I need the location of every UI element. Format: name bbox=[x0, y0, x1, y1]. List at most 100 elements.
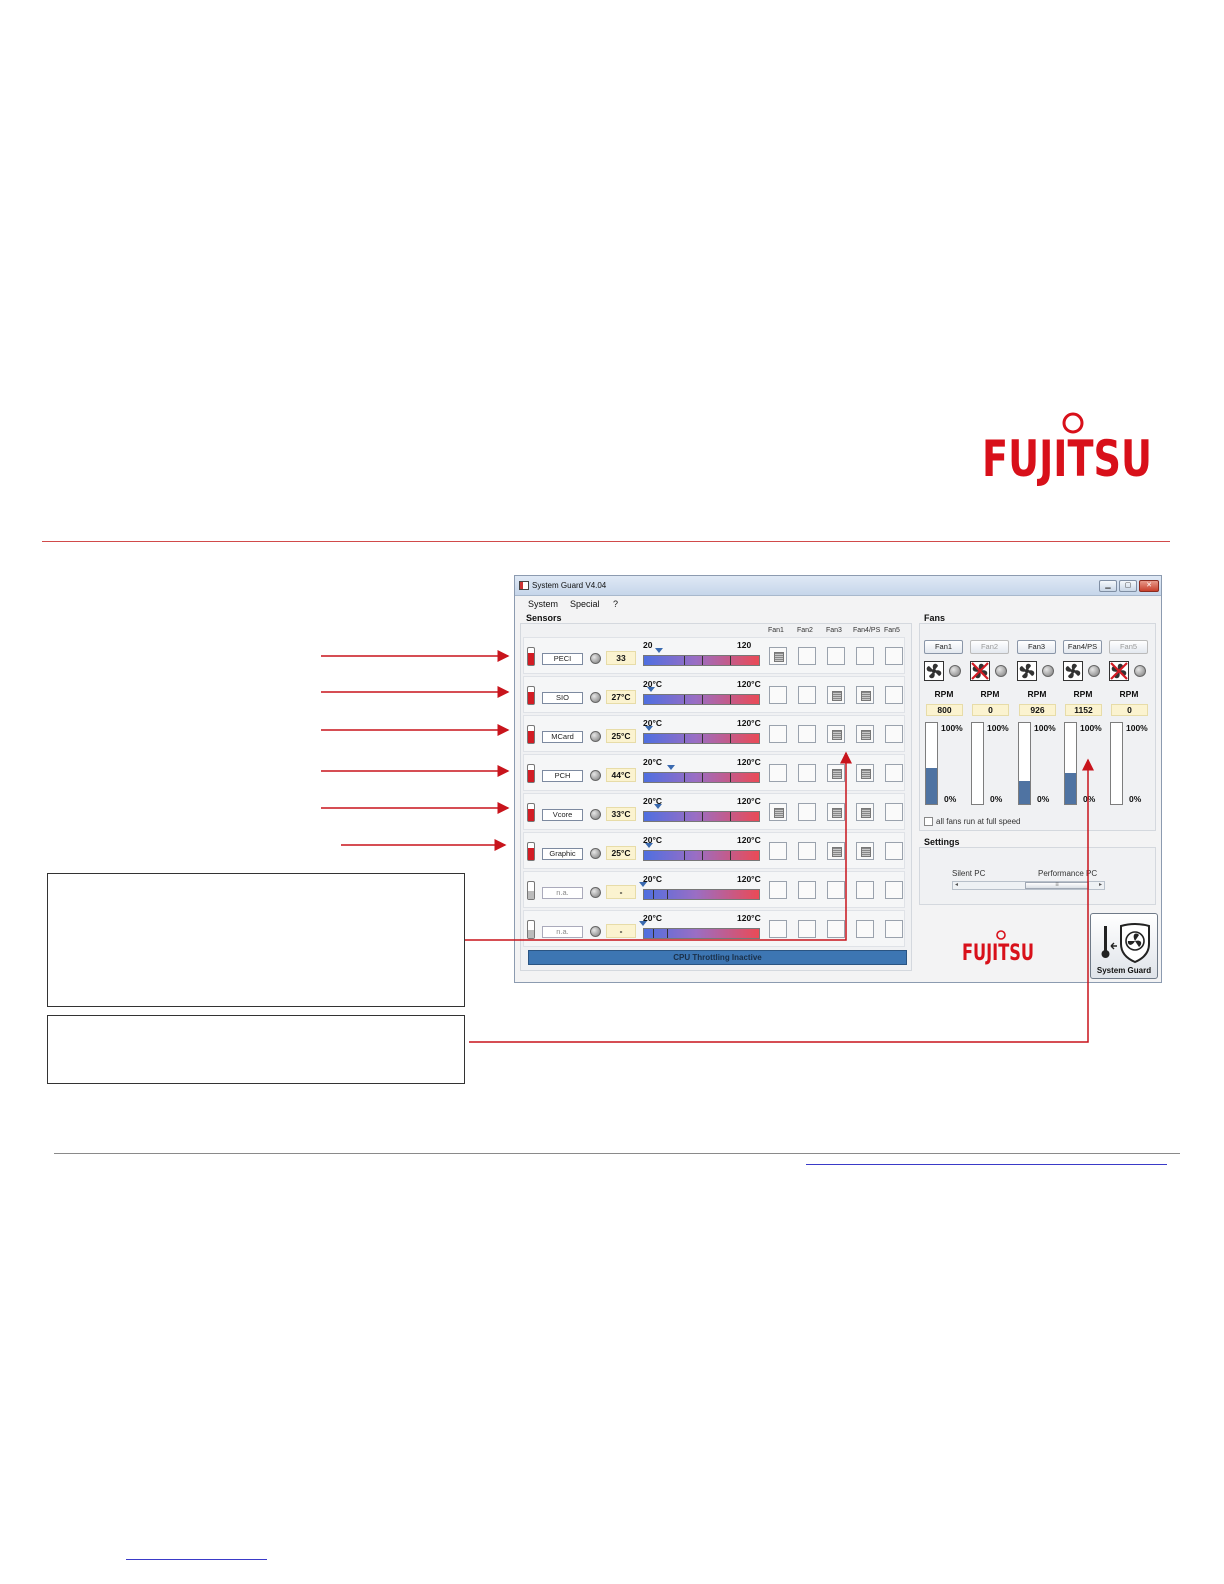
fan-gauge-min-label: 0% bbox=[1129, 794, 1142, 804]
sensor-name-button[interactable]: MCard bbox=[542, 731, 583, 743]
full-speed-checkbox[interactable] bbox=[924, 817, 933, 826]
fan-assignment-checkbox[interactable] bbox=[798, 842, 816, 860]
fan-rpm-label: RPM bbox=[934, 689, 954, 699]
sensor-name-button[interactable]: PECI bbox=[542, 653, 583, 665]
fan-mode-slider[interactable]: ◂ ≡ ▸ bbox=[952, 881, 1105, 890]
fan-assignment-checkbox[interactable] bbox=[769, 647, 787, 665]
menu-special[interactable]: Special bbox=[570, 599, 600, 609]
sensor-name-button[interactable]: n.a. bbox=[542, 926, 583, 938]
fan-assignment-checkbox[interactable] bbox=[769, 725, 787, 743]
fan-assignment-checkbox[interactable] bbox=[827, 881, 845, 899]
fan-assignment-checkbox[interactable] bbox=[885, 803, 903, 821]
bar-threshold-tick bbox=[667, 929, 668, 938]
slider-right-arrow-icon[interactable]: ▸ bbox=[1098, 882, 1102, 888]
system-guard-label: System Guard bbox=[1096, 966, 1152, 975]
thermometer-icon bbox=[527, 881, 535, 900]
fan-speed-gauge bbox=[971, 722, 984, 805]
sensor-name-button[interactable]: SIO bbox=[542, 692, 583, 704]
fan-assignment-checkbox[interactable] bbox=[885, 725, 903, 743]
fan-assignment-checkbox[interactable] bbox=[885, 686, 903, 704]
fan-assignment-checkbox[interactable] bbox=[856, 686, 874, 704]
fan-assignment-checkbox[interactable] bbox=[827, 803, 845, 821]
fan-select-button[interactable]: Fan3 bbox=[1017, 640, 1056, 654]
fan-assignment-checkbox[interactable] bbox=[885, 764, 903, 782]
fan-assignment-checkbox[interactable] bbox=[827, 920, 845, 938]
fan-assignment-checkbox[interactable] bbox=[769, 686, 787, 704]
fan-assignment-checkbox[interactable] bbox=[769, 764, 787, 782]
fan-assignment-checkbox[interactable] bbox=[769, 803, 787, 821]
bar-threshold-tick bbox=[667, 890, 668, 899]
fan-rpm-label: RPM bbox=[1073, 689, 1093, 699]
cpu-throttling-status: CPU Throttling Inactive bbox=[528, 950, 907, 965]
fan-assignment-checkbox[interactable] bbox=[769, 920, 787, 938]
thermometer-icon bbox=[527, 764, 535, 783]
fan-stopped-icon bbox=[970, 661, 990, 681]
sensor-name-button[interactable]: PCH bbox=[542, 770, 583, 782]
bar-threshold-tick bbox=[701, 773, 703, 782]
fan-assignment-checkbox[interactable] bbox=[769, 842, 787, 860]
fans-group-label: Fans bbox=[924, 613, 946, 623]
slider-thumb[interactable]: ≡ bbox=[1025, 882, 1089, 889]
sensor-fan-column-head: Fan4/PS bbox=[853, 627, 881, 634]
sensor-temperature-bar bbox=[643, 655, 760, 666]
fan-assignment-checkbox[interactable] bbox=[798, 920, 816, 938]
fan-assignment-checkbox[interactable] bbox=[798, 647, 816, 665]
fan-assignment-checkbox[interactable] bbox=[827, 686, 845, 704]
sensor-name-button[interactable]: n.a. bbox=[542, 887, 583, 899]
fan-assignment-checkbox[interactable] bbox=[856, 764, 874, 782]
fan-assignment-checkbox[interactable] bbox=[827, 647, 845, 665]
fan-select-button[interactable]: Fan2 bbox=[970, 640, 1009, 654]
sensor-status-led bbox=[590, 770, 601, 781]
sensor-temperature-bar bbox=[643, 928, 760, 939]
maximize-button[interactable]: ▢ bbox=[1119, 580, 1137, 592]
fan-assignment-checkbox[interactable] bbox=[827, 842, 845, 860]
fan-assignment-checkbox[interactable] bbox=[885, 842, 903, 860]
sensor-fan-column-head: Fan1 bbox=[768, 627, 784, 634]
fan-assignment-checkbox[interactable] bbox=[885, 920, 903, 938]
fan-assignment-checkbox[interactable] bbox=[798, 725, 816, 743]
fan-select-button[interactable]: Fan5 bbox=[1109, 640, 1148, 654]
fan-assignment-checkbox[interactable] bbox=[856, 842, 874, 860]
menu-system[interactable]: System bbox=[528, 599, 559, 609]
sensor-temperature-bar bbox=[643, 733, 760, 744]
fan-assignment-checkbox[interactable] bbox=[798, 803, 816, 821]
sensor-status-led bbox=[590, 653, 601, 664]
fan-assignment-checkbox[interactable] bbox=[856, 881, 874, 899]
fan-assignment-checkbox[interactable] bbox=[798, 881, 816, 899]
fan-assignment-checkbox[interactable] bbox=[769, 881, 787, 899]
fan-select-button[interactable]: Fan4/PS bbox=[1063, 640, 1102, 654]
fan-assignment-checkbox[interactable] bbox=[856, 803, 874, 821]
fan-assignment-checkbox[interactable] bbox=[827, 764, 845, 782]
fan-gauge-max-label: 100% bbox=[1080, 723, 1102, 733]
fan-assignment-checkbox[interactable] bbox=[798, 686, 816, 704]
sensor-temperature-value: 27°C bbox=[606, 690, 636, 704]
fan-assignment-checkbox[interactable] bbox=[856, 647, 874, 665]
fan-assignment-checkbox[interactable] bbox=[856, 920, 874, 938]
sensor-fan-column-head: Fan2 bbox=[797, 627, 813, 634]
bar-threshold-tick bbox=[684, 695, 686, 704]
system-guard-app-button[interactable]: System Guard bbox=[1090, 913, 1158, 979]
fan-assignment-checkbox[interactable] bbox=[885, 881, 903, 899]
fan-assignment-checkbox[interactable] bbox=[885, 647, 903, 665]
app-icon bbox=[519, 581, 529, 590]
fan-assignment-checkbox[interactable] bbox=[856, 725, 874, 743]
minimize-button[interactable]: ▁ bbox=[1099, 580, 1117, 592]
sensor-name-button[interactable]: Graphic bbox=[542, 848, 583, 860]
bar-threshold-tick bbox=[730, 734, 732, 743]
svg-text:FUJITSU: FUJITSU bbox=[982, 430, 1152, 488]
menu-help[interactable]: ? bbox=[613, 599, 619, 609]
footer-link-underline[interactable] bbox=[806, 1164, 1167, 1165]
fan-assignment-checkbox[interactable] bbox=[798, 764, 816, 782]
close-button[interactable]: ✕ bbox=[1139, 580, 1159, 592]
sensor-status-led bbox=[590, 848, 601, 859]
bottom-link-underline[interactable] bbox=[126, 1559, 267, 1560]
header-divider bbox=[42, 541, 1170, 542]
sensor-name-button[interactable]: Vcore bbox=[542, 809, 583, 821]
sensor-range-max: 120°C bbox=[737, 679, 761, 689]
title-bar[interactable]: System Guard V4.04 ▁ ▢ ✕ bbox=[515, 576, 1161, 596]
bar-threshold-tick bbox=[684, 812, 686, 821]
fan-select-button[interactable]: Fan1 bbox=[924, 640, 963, 654]
fan-assignment-checkbox[interactable] bbox=[827, 725, 845, 743]
slider-left-arrow-icon[interactable]: ◂ bbox=[955, 882, 959, 888]
